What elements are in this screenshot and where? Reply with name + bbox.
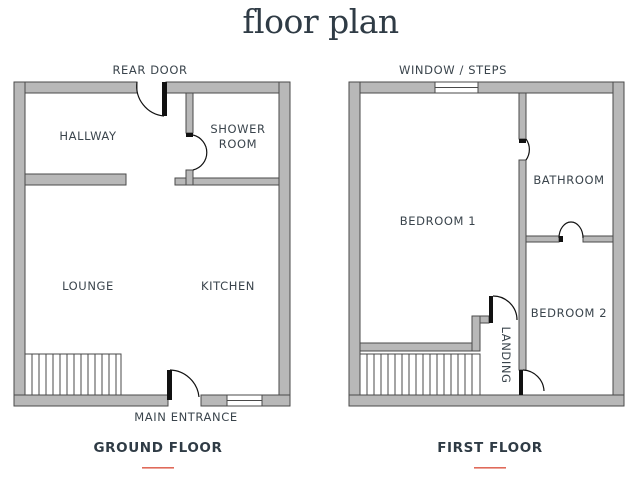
label-shower-line2: ROOM: [219, 137, 257, 151]
first-floor-walls: [348, 81, 625, 407]
label-hallway: HALLWAY: [59, 129, 117, 143]
label-shower-line1: SHOWER: [210, 122, 265, 136]
label-bathroom: BATHROOM: [533, 173, 604, 187]
label-bedroom-2: BEDROOM 2: [531, 306, 607, 320]
caption-underline-first: [474, 467, 506, 469]
ground-stairs: [24, 353, 122, 396]
label-bedroom-1: BEDROOM 1: [400, 214, 476, 228]
windows: [226, 81, 479, 407]
caption-first-floor: FIRST FLOOR: [437, 440, 543, 456]
first-stairs: [359, 353, 481, 396]
label-rear-door: REAR DOOR: [112, 63, 187, 77]
label-lounge: LOUNGE: [62, 279, 114, 293]
label-window-steps: WINDOW / STEPS: [399, 63, 507, 77]
label-main-entrance: MAIN ENTRANCE: [134, 410, 237, 424]
page-title: floor plan: [242, 2, 399, 41]
label-kitchen: KITCHEN: [201, 279, 255, 293]
caption-ground-floor: GROUND FLOOR: [93, 440, 222, 456]
label-landing: LANDING: [499, 326, 513, 383]
caption-underline-ground: [142, 467, 174, 469]
door-swings: [136, 81, 584, 400]
